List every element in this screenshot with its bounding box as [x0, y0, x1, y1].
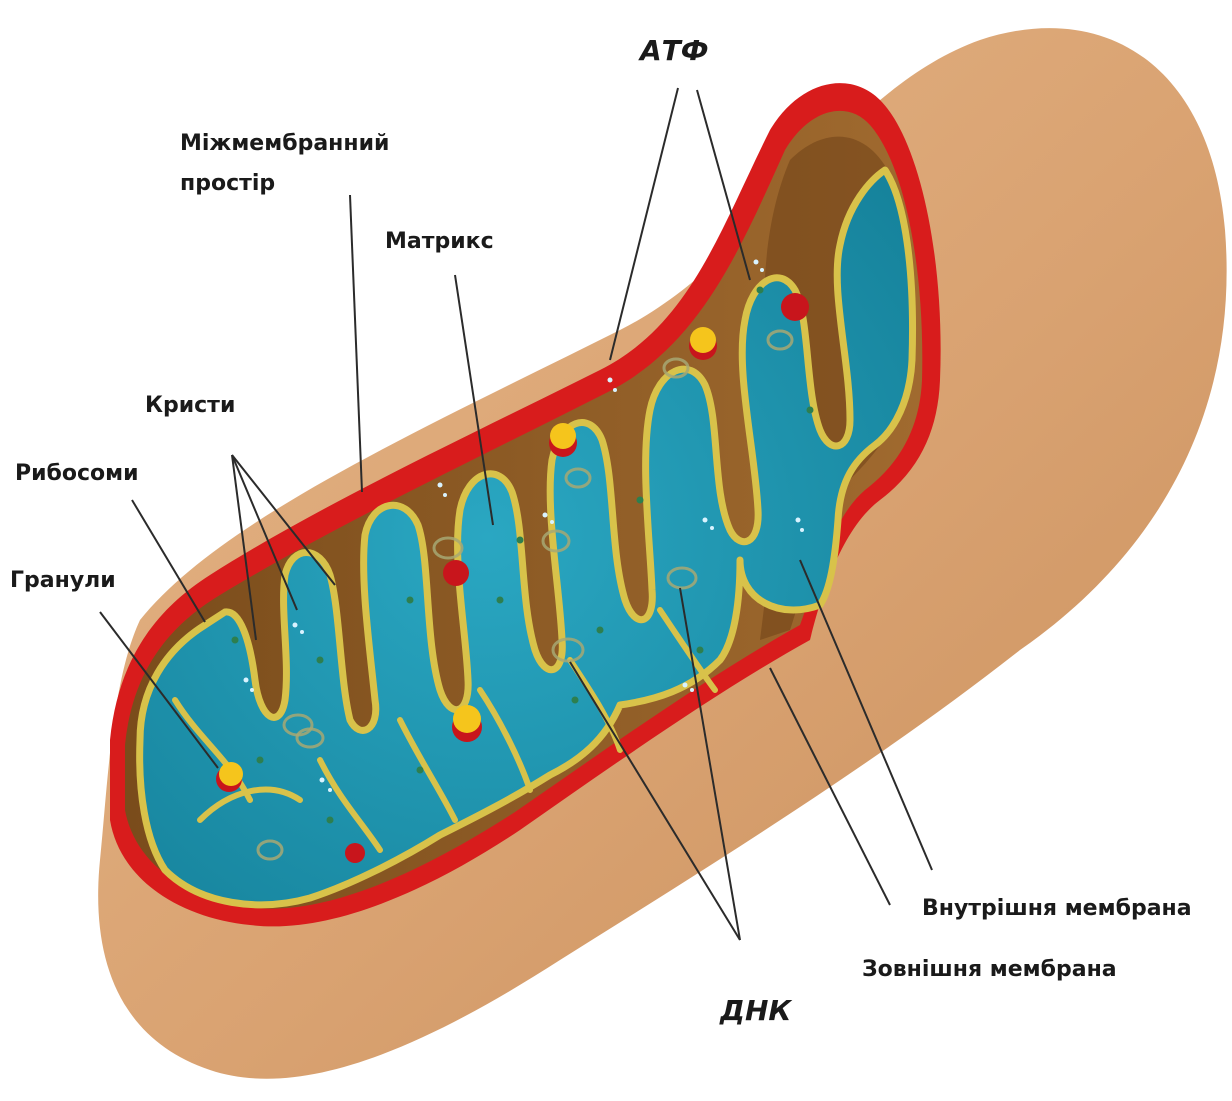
label-intermembrane-line2: простір	[180, 171, 275, 196]
label-matrix: Матрикс	[385, 229, 494, 254]
label-intermembrane-line1: Міжмембранний	[180, 131, 389, 156]
label-outer-membrane: Зовнішня мембрана	[862, 957, 1117, 982]
label-dna: ДНК	[719, 994, 793, 1027]
label-ribosomes: Рибосоми	[15, 461, 139, 486]
label-atp: АТФ	[638, 34, 709, 67]
label-inner-membrane: Внутрішня мембрана	[922, 896, 1192, 921]
label-cristae: Кристи	[145, 393, 235, 418]
label-granules: Гранули	[10, 568, 116, 593]
